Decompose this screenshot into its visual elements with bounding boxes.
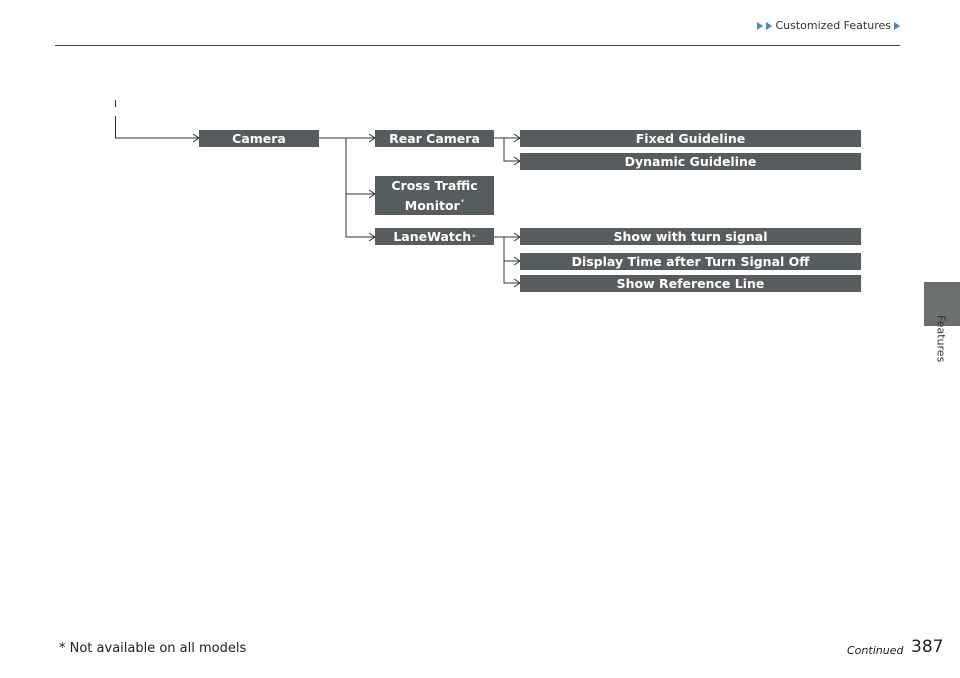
breadcrumb: Customized Features	[757, 19, 900, 32]
menu-item-fixed-guideline-label: Fixed Guideline	[635, 130, 746, 146]
menu-item-cross-traffic-line1: Cross Traffic	[391, 177, 478, 193]
page-header: Customized Features	[0, 0, 960, 48]
connector-camera	[115, 116, 199, 139]
connector-camera-branch	[345, 138, 375, 238]
menu-item-lanewatch[interactable]: LaneWatch*	[375, 228, 494, 245]
asterisk-mark: *	[460, 197, 465, 206]
menu-item-lanewatch-label: LaneWatch	[393, 228, 472, 244]
breadcrumb-arrow-icon	[757, 21, 764, 30]
menu-item-show-turn-signal-label: Show with turn signal	[613, 228, 768, 244]
continued-label: Continued	[847, 644, 904, 657]
menu-item-show-reference-line[interactable]: Show Reference Line	[520, 275, 861, 292]
menu-item-rear-camera[interactable]: Rear Camera	[375, 130, 494, 147]
connector-lanewatch-branch	[503, 237, 520, 284]
menu-item-camera-label: Camera	[232, 130, 286, 146]
section-tab-label: Features	[934, 315, 948, 363]
menu-item-show-turn-signal[interactable]: Show with turn signal	[520, 228, 861, 245]
menu-item-dynamic-guideline[interactable]: Dynamic Guideline	[520, 153, 861, 170]
menu-item-cross-traffic-monitor[interactable]: Cross Traffic Monitor*	[375, 176, 494, 215]
menu-item-display-time[interactable]: Display Time after Turn Signal Off	[520, 253, 861, 270]
connector-dynamic-guideline	[503, 138, 520, 162]
breadcrumb-label[interactable]: Customized Features	[775, 19, 891, 32]
page-number: 387	[911, 637, 944, 657]
breadcrumb-arrow-icon	[766, 21, 773, 30]
asterisk-mark: *	[472, 232, 476, 241]
section-tab[interactable]	[924, 282, 960, 326]
menu-item-display-time-label: Display Time after Turn Signal Off	[571, 253, 810, 269]
breadcrumb-arrow-icon	[894, 21, 900, 30]
header-divider	[55, 45, 900, 46]
footnote: * Not available on all models	[59, 641, 247, 656]
menu-item-show-reference-line-label: Show Reference Line	[616, 275, 765, 291]
menu-item-fixed-guideline[interactable]: Fixed Guideline	[520, 130, 861, 147]
menu-item-cross-traffic-line2: Monitor	[404, 197, 460, 213]
menu-item-rear-camera-label: Rear Camera	[389, 130, 480, 146]
menu-item-dynamic-guideline-label: Dynamic Guideline	[624, 153, 757, 169]
menu-item-camera[interactable]: Camera	[199, 130, 319, 147]
menu-item-cross-traffic-line2-wrap: Monitor*	[405, 194, 464, 214]
